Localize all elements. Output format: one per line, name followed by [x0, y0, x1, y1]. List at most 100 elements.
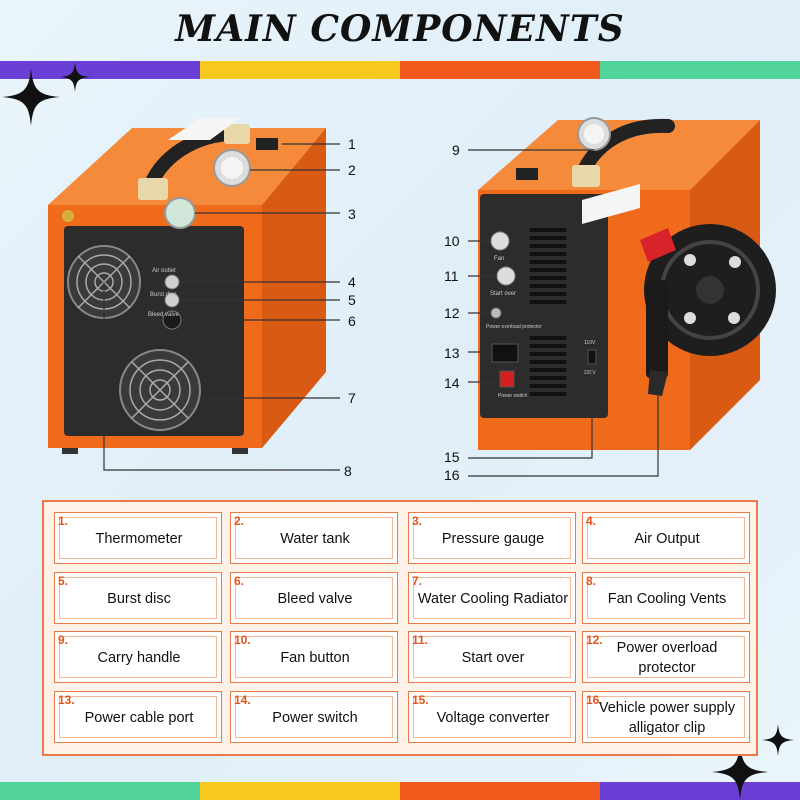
callout-number: 15 — [444, 449, 460, 465]
callout-number: 9 — [452, 142, 460, 158]
component-cell: 4. Air Output — [582, 512, 750, 564]
callout-number: 3 — [348, 206, 356, 222]
component-label: Carry handle — [97, 650, 181, 667]
burst-disc-label: Burst disc — [150, 292, 176, 298]
component-number: 12. — [586, 633, 603, 647]
component-number: 15. — [412, 693, 429, 707]
compressor-diagram: Air outlet Burst disc Bleed valve — [48, 117, 776, 477]
component-cell-frame — [235, 636, 393, 678]
component-cell-frame — [413, 577, 571, 619]
power-overload-label: Power overload protector — [486, 324, 542, 330]
component-cell: 13. Power cable port — [54, 691, 222, 743]
stripe-yellow — [200, 61, 400, 79]
component-cell-frame — [587, 577, 745, 619]
component-cell-frame — [59, 577, 217, 619]
stripe-bottom-yellow — [200, 782, 400, 800]
component-cell-frame — [587, 517, 745, 559]
component-label: Thermometer — [95, 531, 183, 548]
callout-number: 16 — [444, 467, 460, 483]
component-label: Power switch — [272, 710, 358, 727]
callout-number: 4 — [348, 274, 356, 290]
stripe-bottom-orange — [400, 782, 600, 800]
component-cell: 3.Pressure gauge — [408, 512, 576, 564]
component-label: Water tank — [280, 531, 350, 548]
component-label: Burst disc — [107, 591, 171, 608]
component-cell: 11. Start over — [408, 631, 576, 683]
component-cell-frame — [235, 696, 393, 738]
component-cell-frame — [59, 696, 217, 738]
component-cell: 14. Power switch — [230, 691, 398, 743]
component-number: 10. — [234, 633, 251, 647]
callout-number: 6 — [348, 313, 356, 329]
component-cell: 7. Water Cooling Radiator — [408, 572, 576, 624]
components-table: 1. Thermometer 2. Water tank 3.Pressure gaug… — [42, 500, 758, 756]
stripe-bottom-purple — [600, 782, 800, 800]
component-number: 8. — [586, 574, 597, 588]
callout-number: 11 — [444, 268, 459, 284]
component-number: 16. — [586, 693, 603, 707]
component-label: Fan Cooling Vents — [607, 591, 727, 608]
component-cell: 12. Power overload protector — [582, 631, 750, 683]
callout-number: 10 — [444, 233, 460, 249]
component-label: Vehicle power supply alligator clip — [598, 700, 736, 736]
callout-number: 14 — [444, 375, 460, 391]
component-cell-frame — [59, 636, 217, 678]
component-label: Power cable port — [84, 710, 194, 727]
component-number: 5. — [58, 574, 69, 588]
left-compressor-unit: Air outlet Burst disc Bleed valve — [48, 118, 326, 454]
power-switch-label: Power switch — [498, 393, 528, 399]
component-cell-frame — [235, 517, 393, 559]
component-number: 9. — [58, 633, 69, 647]
component-number: 4. — [586, 514, 597, 528]
component-label: Bleed valve — [277, 591, 353, 608]
component-cell-frame — [587, 696, 745, 738]
component-cell: 2. Water tank — [230, 512, 398, 564]
page-title: MAIN COMPONENTS — [175, 8, 625, 50]
component-cell-frame — [413, 517, 571, 559]
component-cell: 10. Fan button — [230, 631, 398, 683]
sparkle-icon — [762, 724, 794, 756]
component-label: Air Output — [634, 531, 700, 548]
component-number: 7. — [412, 574, 423, 588]
air-outlet-label: Air outlet — [152, 268, 176, 274]
right-callout-lines — [468, 149, 659, 477]
component-number: 6. — [234, 574, 245, 588]
sparkle-icon — [712, 744, 768, 800]
component-cell-frame — [413, 696, 571, 738]
component-cell: 15. Voltage converter — [408, 691, 576, 743]
stripe-bottom-green — [0, 782, 200, 800]
callout-number: 5 — [348, 292, 356, 308]
component-label: Voltage converter — [436, 710, 550, 727]
sparkle-icon — [60, 62, 90, 92]
component-label: Fan button — [280, 650, 350, 667]
component-label: Water Cooling Radiator — [417, 591, 569, 608]
callout-number: 7 — [348, 390, 356, 406]
component-number: 11. — [412, 633, 429, 647]
component-label: Pressure gauge — [441, 531, 545, 548]
component-cell-frame — [235, 577, 393, 619]
component-number: 13. — [58, 693, 75, 707]
component-label: Power overload protector — [616, 640, 718, 676]
fan-button-label: Fan — [494, 256, 504, 262]
callout-number: 13 — [444, 345, 460, 361]
component-number: 2. — [234, 514, 245, 528]
component-cell: 1. Thermometer — [54, 512, 222, 564]
component-number: 1. — [58, 514, 69, 528]
stripe-green — [600, 61, 800, 79]
component-cell: 6. Bleed valve — [230, 572, 398, 624]
sparkle-icon — [2, 68, 60, 126]
voltage-110-label: 110V — [584, 340, 596, 346]
component-cell: 5. Burst disc — [54, 572, 222, 624]
component-label: Start over — [461, 650, 525, 667]
callout-number: 1 — [348, 136, 356, 152]
stripe-purple — [0, 61, 200, 79]
stripe-orange — [400, 61, 600, 79]
voltage-220-label: 220V — [584, 370, 596, 376]
component-cell: 9. Carry handle — [54, 631, 222, 683]
callout-number: 8 — [344, 463, 352, 479]
component-cell-frame — [413, 636, 571, 678]
left-callout-lines — [103, 143, 340, 471]
component-number: 14. — [234, 693, 251, 707]
right-compressor-unit: Fan Start over Power overload protector … — [478, 117, 776, 450]
